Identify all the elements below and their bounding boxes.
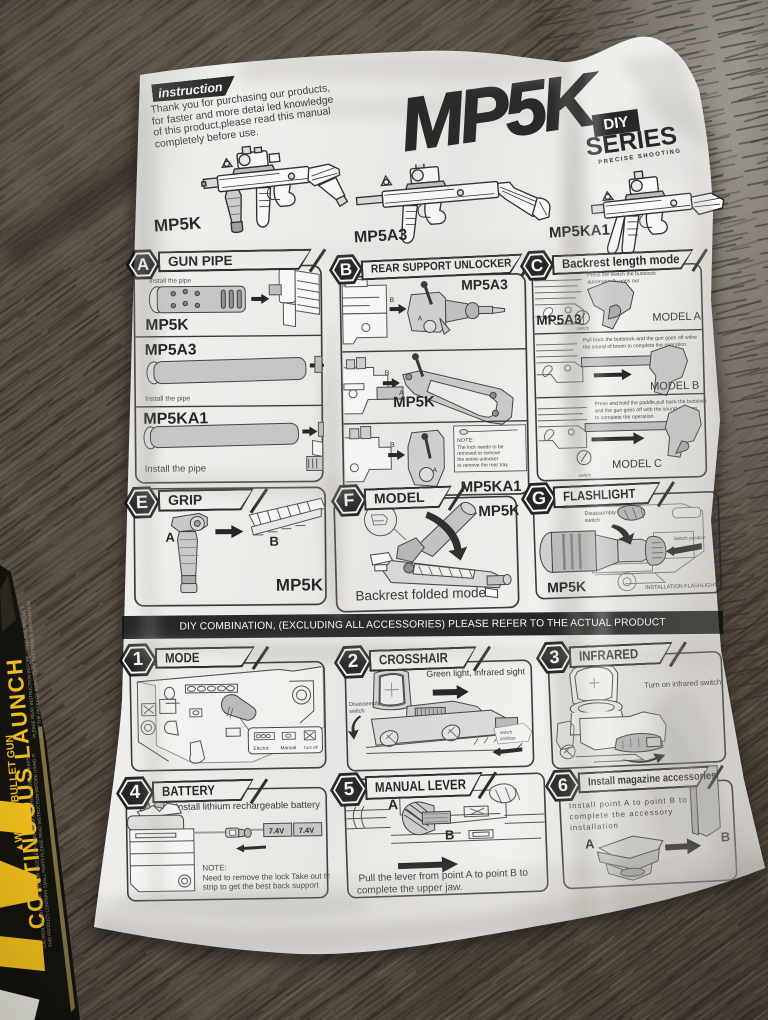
svg-text:B: B [390, 442, 395, 449]
svg-text:B: B [389, 297, 394, 304]
svg-text:installation: installation [570, 821, 619, 833]
svg-text:switch: switch [578, 472, 591, 477]
svg-text:MP5A3: MP5A3 [461, 276, 508, 293]
svg-text:MP5K: MP5K [145, 317, 189, 334]
svg-text:switch: switch [500, 730, 513, 735]
svg-text:A: A [165, 530, 175, 545]
svg-text:to remove the rear tray: to remove the rear tray [457, 462, 508, 469]
svg-text:to complete the operation.: to complete the operation. [595, 414, 655, 422]
svg-text:Turn off: Turn off [303, 745, 318, 750]
svg-text:Electric: Electric [253, 746, 269, 752]
svg-text:position: position [500, 736, 516, 741]
svg-text:Manual: Manual [280, 745, 296, 751]
svg-text:INSTALLATION FLASHLIGHT: INSTALLATION FLASHLIGHT [645, 583, 718, 592]
svg-text:NOTE:: NOTE: [457, 438, 474, 444]
svg-text:NOTE:: NOTE: [202, 863, 227, 872]
svg-text:A: A [432, 467, 437, 474]
svg-text:B: B [720, 829, 730, 844]
svg-text:MODEL A: MODEL A [652, 311, 701, 324]
svg-text:Switch position: Switch position [673, 535, 706, 542]
svg-text:MP5KA1: MP5KA1 [461, 478, 522, 496]
svg-text:B: B [385, 370, 390, 377]
svg-text:Disassembly: Disassembly [585, 510, 617, 517]
svg-text:strip to get the best back sup: strip to get the best back support [203, 881, 320, 892]
svg-text:Install the pipe: Install the pipe [145, 396, 190, 403]
svg-text:Backrest folded mode: Backrest folded mode [355, 585, 486, 603]
svg-text:switch: switch [585, 518, 600, 525]
svg-text:A: A [585, 836, 596, 852]
svg-text:7.4V: 7.4V [269, 826, 285, 835]
svg-text:MODEL B: MODEL B [650, 380, 699, 393]
svg-text:7.4V: 7.4V [299, 826, 315, 835]
svg-text:MODEL C: MODEL C [612, 458, 662, 471]
svg-text:B: B [445, 827, 455, 842]
svg-text:A: A [418, 316, 423, 323]
svg-text:MP5A3: MP5A3 [145, 341, 197, 358]
svg-text:MP5K: MP5K [276, 575, 324, 594]
svg-text:Install the pipe: Install the pipe [145, 463, 206, 475]
svg-text:Install the pipe: Install the pipe [149, 277, 191, 284]
svg-text:MP5K: MP5K [547, 578, 586, 595]
svg-text:switch: switch [577, 325, 590, 330]
svg-text:MP5K: MP5K [478, 502, 520, 520]
svg-text:Turn on infrared switch: Turn on infrared switch [644, 677, 721, 689]
svg-text:switch: switch [349, 708, 364, 714]
svg-text:B: B [269, 534, 279, 549]
svg-text:MP5A3: MP5A3 [536, 312, 582, 328]
svg-text:MP5K: MP5K [393, 393, 435, 411]
svg-text:Disassembly: Disassembly [349, 701, 381, 708]
